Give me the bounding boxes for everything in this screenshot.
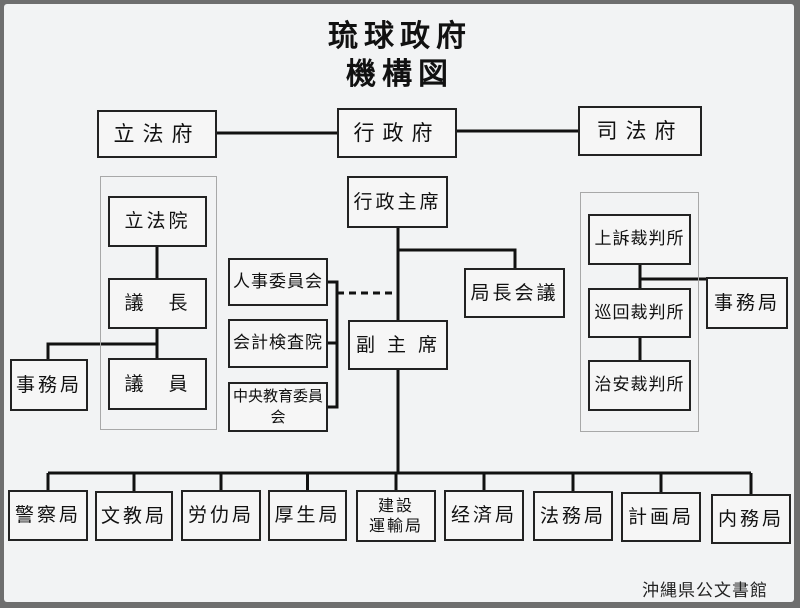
directors-council-box: 局長会議 xyxy=(464,268,565,318)
bureau-box: 法務局 xyxy=(533,491,613,541)
chief-executive-box: 行政主席 xyxy=(347,176,448,228)
legislature-group-frame xyxy=(100,176,217,430)
bureau-box: 計画局 xyxy=(621,492,701,542)
title-line-1: 琉球政府 xyxy=(328,19,472,54)
upper-court-box: 上訴裁判所 xyxy=(588,214,691,265)
executive-box: 行政府 xyxy=(337,108,457,158)
bureau-box: 文教局 xyxy=(95,491,173,541)
deputy-chief-box: 副 主 席 xyxy=(348,320,448,370)
education-board-box: 中央教育委員会 xyxy=(228,382,328,432)
legislature-box: 立法府 xyxy=(97,110,217,158)
bureau-box: 建設 運輸局 xyxy=(356,490,436,542)
bureau-box: 经済局 xyxy=(444,490,524,541)
judiciary-group-frame xyxy=(580,192,699,432)
speaker-box: 議 長 xyxy=(108,278,207,329)
members-box: 議 員 xyxy=(108,358,207,410)
judiciary-secretariat-box: 事務局 xyxy=(706,277,788,329)
archive-watermark: 沖縄県公文書館 xyxy=(642,581,768,601)
line-chief-directors xyxy=(398,248,517,268)
legislature-secretariat-box: 事務局 xyxy=(10,359,88,411)
bureau-box: 警察局 xyxy=(8,490,88,541)
judiciary-box: 司法府 xyxy=(578,106,702,156)
title-line-2: 機構図 xyxy=(346,57,454,92)
bureau-box: 内務局 xyxy=(711,494,791,544)
line-legislature-secretariat xyxy=(46,342,157,359)
personnel-commission-box: 人事委員会 xyxy=(228,258,328,306)
magistrate-court-box: 治安裁判所 xyxy=(588,360,691,411)
bureau-box: 厚生局 xyxy=(268,490,347,541)
legislative-council-box: 立法院 xyxy=(108,196,207,247)
circuit-court-box: 巡回裁判所 xyxy=(588,288,691,338)
audit-board-box: 会計検査院 xyxy=(228,319,328,368)
bureau-box: 労仂局 xyxy=(181,490,261,541)
